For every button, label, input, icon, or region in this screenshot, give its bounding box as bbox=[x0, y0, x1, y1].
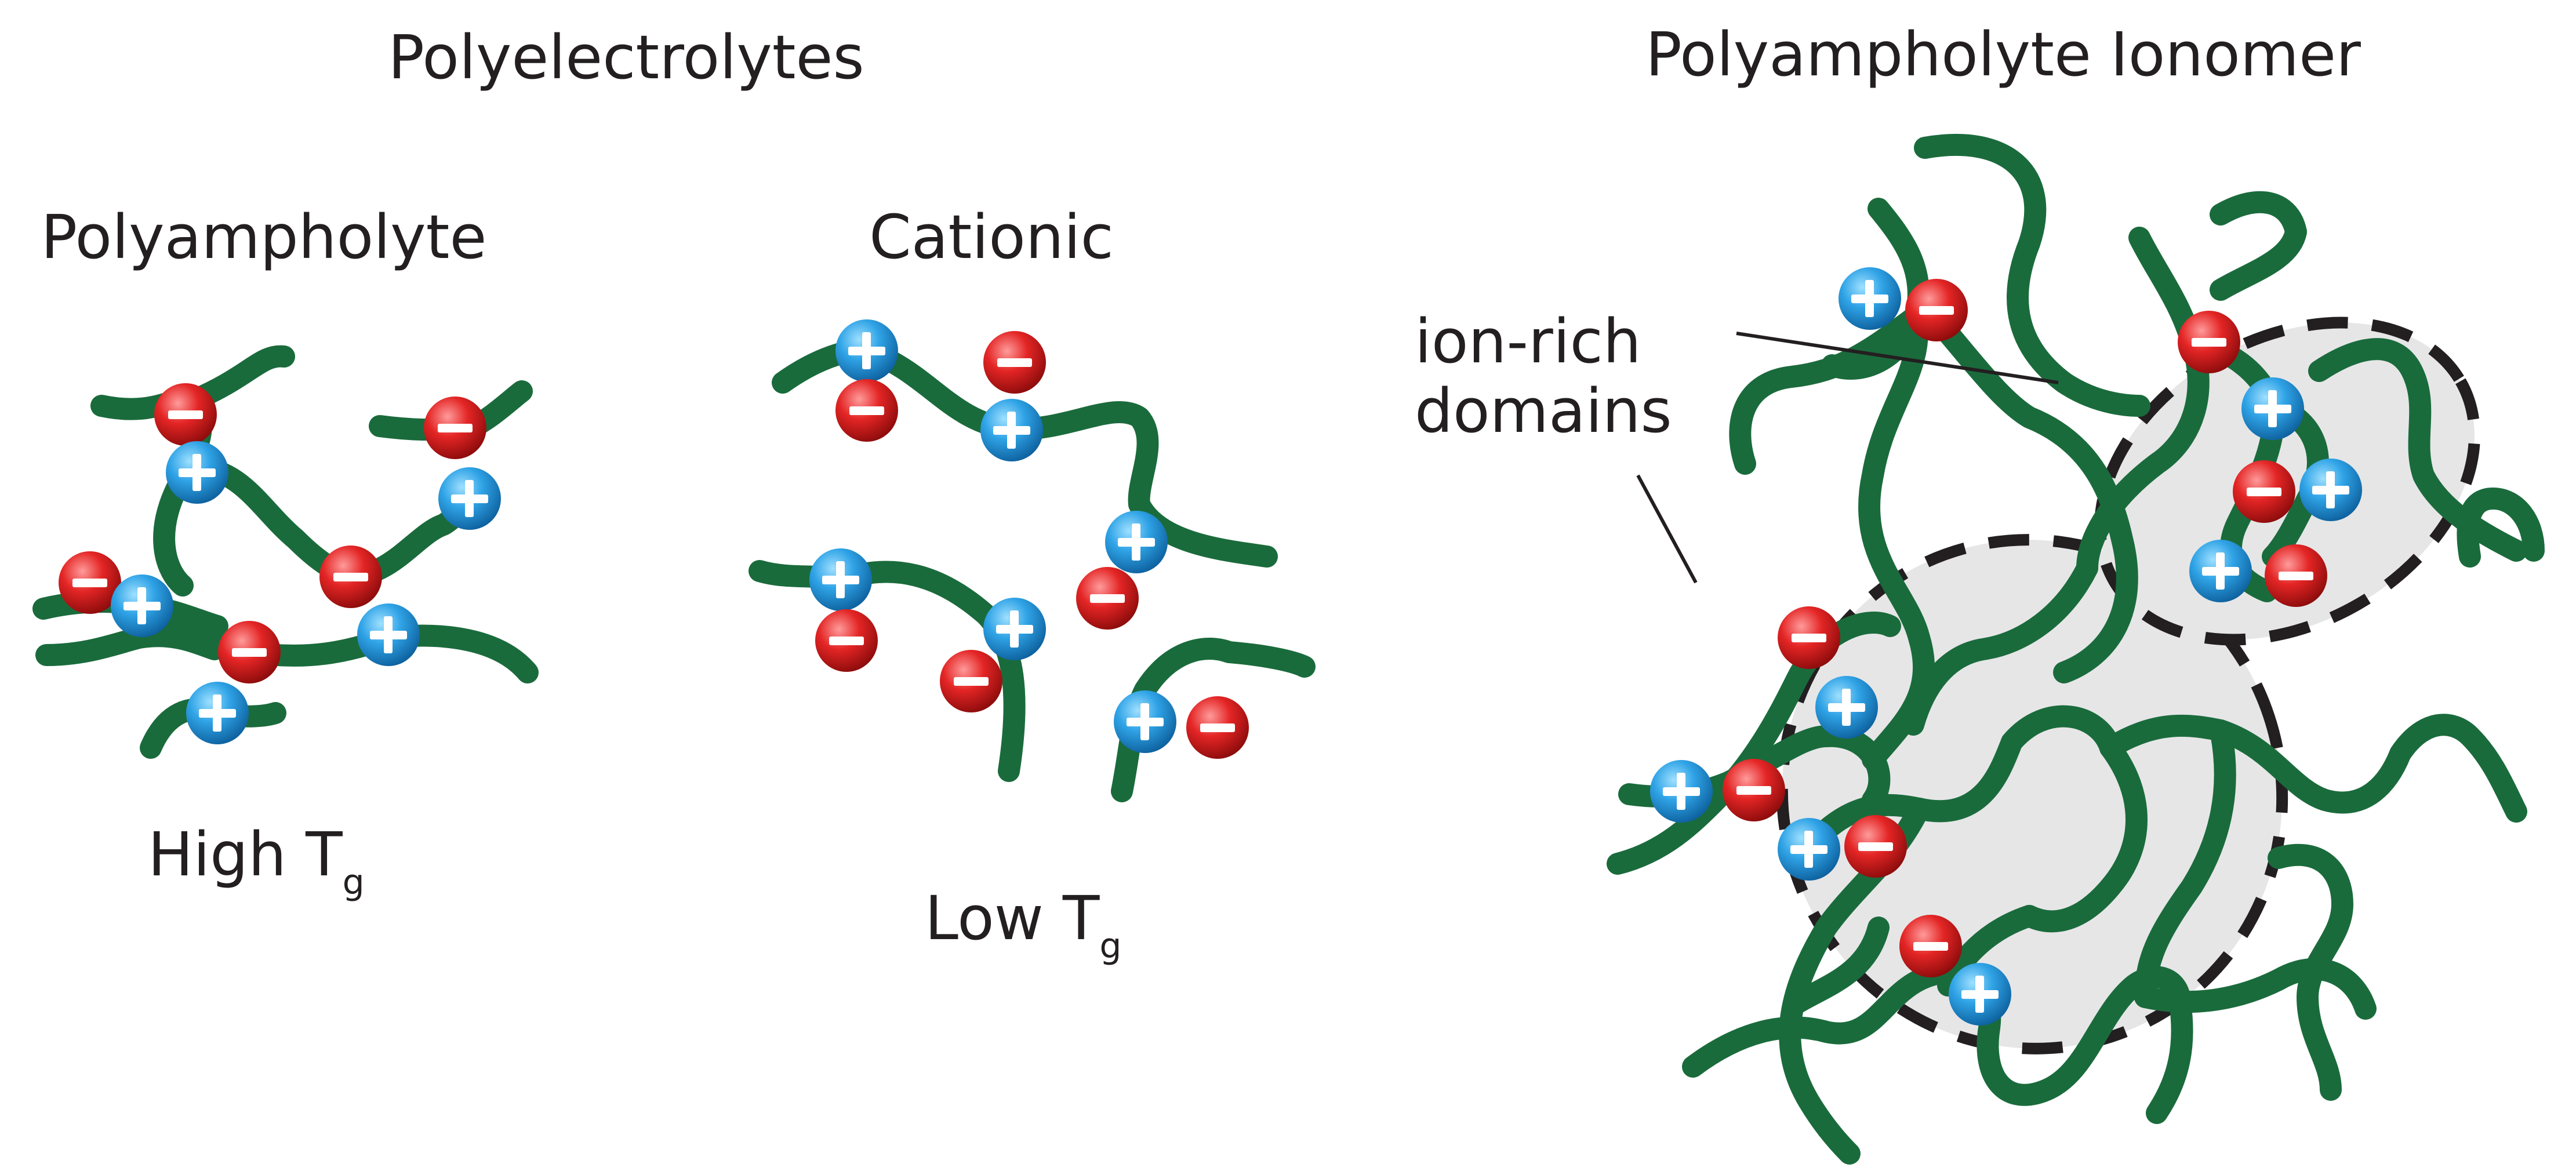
polymer-chain bbox=[2134, 958, 2377, 1020]
polymer-chain bbox=[1729, 305, 1927, 475]
anion bbox=[1905, 279, 1968, 341]
polymer-chain bbox=[2389, 714, 2527, 823]
anion bbox=[1076, 567, 1139, 630]
polymer-chain bbox=[1923, 305, 2138, 683]
low-tg-label: Low Tg bbox=[925, 883, 1121, 966]
cationic-panel: Cationic bbox=[749, 202, 1316, 966]
anion bbox=[218, 621, 281, 683]
tg-subscript: g bbox=[343, 862, 365, 903]
anion bbox=[1844, 815, 1907, 878]
anion bbox=[319, 546, 382, 608]
cation bbox=[1114, 690, 1176, 753]
cation bbox=[186, 682, 249, 744]
polyelectrolytes-title: Polyelectrolytes bbox=[388, 22, 864, 93]
polymer-chain bbox=[1786, 917, 1890, 1014]
anion bbox=[1899, 915, 1962, 977]
polymer-chain bbox=[131, 595, 539, 683]
cationic-label: Cationic bbox=[869, 202, 1114, 272]
anion bbox=[815, 609, 878, 672]
annotation-line-2: domains bbox=[1415, 376, 1672, 446]
cation bbox=[166, 441, 228, 504]
annotation-line-1: ion-rich bbox=[1415, 306, 1641, 377]
polymer-chain bbox=[2268, 843, 2353, 1101]
polymer-chain bbox=[1914, 134, 2150, 417]
polymer-chain bbox=[1607, 612, 1901, 875]
polymer-chain bbox=[2210, 191, 2307, 301]
svg-text:Low Tg: Low Tg bbox=[925, 883, 1121, 966]
polymer-chain bbox=[1804, 705, 2121, 852]
cation bbox=[438, 467, 501, 530]
leader-line bbox=[1736, 332, 2059, 384]
ionomer-chains bbox=[1607, 134, 2545, 1165]
ion-rich-domains-annotation: ion-rich domains bbox=[1415, 306, 1672, 446]
polymer-chain bbox=[2018, 737, 2148, 933]
polymer-chain bbox=[1937, 905, 2040, 997]
cation bbox=[1778, 818, 1840, 881]
cation bbox=[980, 399, 1043, 461]
polyampholyte-label: Polyampholyte bbox=[41, 202, 487, 272]
polyampholyte-panel: Polyampholyte bbox=[32, 202, 539, 903]
cation bbox=[1650, 760, 1713, 823]
tg-prefix: Low T bbox=[925, 883, 1100, 954]
cation bbox=[357, 603, 420, 666]
ionomer-ions bbox=[1650, 267, 2362, 1025]
leader-line bbox=[1636, 474, 1698, 584]
anion bbox=[154, 383, 217, 446]
anion bbox=[2265, 544, 2327, 607]
cation bbox=[111, 574, 173, 637]
anion bbox=[1778, 606, 1840, 669]
cation bbox=[1105, 511, 1168, 573]
cation bbox=[2241, 377, 2304, 440]
polymer-chain bbox=[2134, 719, 2236, 1008]
cation bbox=[2189, 540, 2252, 602]
anion bbox=[940, 650, 1002, 712]
anion bbox=[2178, 311, 2240, 373]
anion bbox=[983, 331, 1046, 394]
anion bbox=[424, 397, 486, 459]
high-tg-label: High Tg bbox=[148, 819, 365, 903]
anion bbox=[59, 551, 121, 614]
annotation-leaders bbox=[1636, 332, 2059, 584]
svg-text:High Tg: High Tg bbox=[148, 819, 365, 903]
polymer-chain bbox=[2076, 227, 2210, 579]
cation bbox=[983, 598, 1046, 660]
anion bbox=[1186, 696, 1249, 759]
anion bbox=[835, 379, 898, 442]
anion bbox=[2233, 460, 2295, 523]
polymer-chain bbox=[2457, 488, 2545, 568]
polymer-chain bbox=[2099, 714, 2411, 814]
polyampholyte-ions bbox=[59, 383, 501, 744]
cationic-ions bbox=[809, 319, 1249, 759]
cation bbox=[1949, 963, 2011, 1025]
cation bbox=[835, 319, 898, 382]
tg-prefix: High T bbox=[148, 819, 343, 890]
polymer-chain bbox=[772, 339, 1159, 515]
cation bbox=[809, 548, 872, 611]
ionomer-panel: ion-rich domains bbox=[1415, 134, 2545, 1165]
polymer-chain bbox=[1976, 966, 2193, 1124]
cation bbox=[2299, 459, 2362, 521]
cation bbox=[1839, 267, 1901, 330]
anion bbox=[1723, 759, 1785, 821]
ionomer-title: Polyampholyte Ionomer bbox=[1645, 19, 2361, 90]
cation bbox=[1815, 676, 1878, 739]
polymer-chain bbox=[1902, 557, 2098, 736]
tg-subscript: g bbox=[1099, 926, 1121, 966]
